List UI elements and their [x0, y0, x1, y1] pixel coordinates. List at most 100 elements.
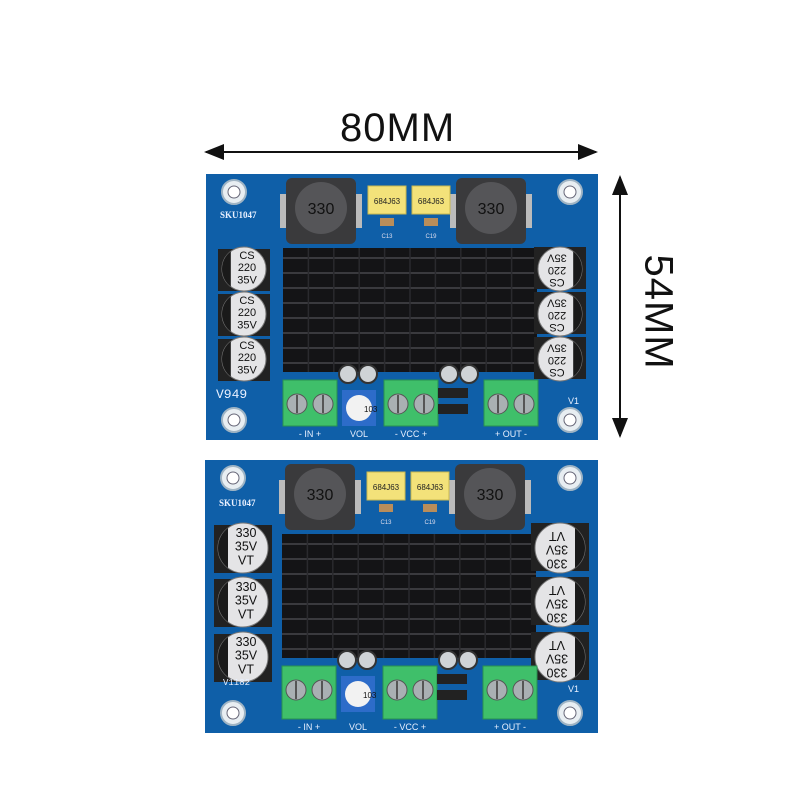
capacitor-stripe [222, 251, 231, 287]
inductor-label: 330 [308, 201, 335, 218]
diode [437, 690, 467, 700]
capacitor-label: CS [239, 340, 254, 352]
capacitor-label: CS [239, 295, 254, 307]
heatsink [282, 534, 536, 658]
terminal-label: VOL [349, 722, 367, 732]
sku-label: SKU1047 [219, 498, 256, 508]
potentiometer-label: 103 [363, 691, 377, 700]
inductor-core [464, 468, 516, 520]
capacitor-label: 220 [238, 262, 256, 274]
inductor-core [294, 468, 346, 520]
capacitor-label: 220 [548, 264, 566, 276]
small-capacitor [358, 364, 378, 384]
capacitor-label: 35V [235, 594, 258, 608]
mounting-hole-center [563, 413, 577, 427]
small-capacitor [458, 650, 478, 670]
capacitor-stripe [573, 251, 582, 287]
capacitor-label: 35V [545, 652, 568, 666]
terminal-label: - IN + [298, 722, 320, 732]
capacitor-label: 35V [545, 597, 568, 611]
film-capacitor [367, 185, 407, 215]
film-capacitor [411, 185, 451, 215]
capacitor-stripe [218, 637, 228, 677]
diode [438, 388, 468, 398]
terminal-label: + OUT - [494, 722, 526, 732]
capacitor-label: CS [549, 321, 564, 333]
capacitor-stripe [575, 528, 585, 568]
capacitor-label: VT [238, 553, 254, 567]
capacitor-label: 35V [237, 364, 257, 376]
capacitor-label: CS [549, 366, 564, 378]
potentiometer-knob [346, 395, 372, 421]
potentiometer-label: 103 [364, 405, 378, 414]
width-dimension-label: 80MM [340, 106, 456, 150]
capacitor-label: 35V [235, 649, 258, 663]
inductor-label: 330 [307, 487, 334, 504]
capacitor-stripe [222, 341, 231, 377]
film-capacitor [366, 471, 406, 501]
mounting-hole-center [226, 706, 240, 720]
inductor-label: 330 [477, 487, 504, 504]
capacitor-label: 35V [235, 540, 258, 554]
capacitor-label: 330 [236, 526, 257, 540]
capacitor-label: 330 [547, 556, 568, 570]
inductor-core [465, 182, 517, 234]
inductor-core [295, 182, 347, 234]
small-capacitor [459, 364, 479, 384]
capacitor-label: 220 [548, 354, 566, 366]
capacitor-label: VT [549, 529, 565, 543]
film-capacitor-label: 684J63 [373, 483, 400, 492]
capacitor-stripe [218, 582, 228, 622]
capacitor-can [217, 631, 269, 683]
capacitor-label: CS [549, 276, 564, 288]
potentiometer-knob [345, 681, 371, 707]
small-capacitor [338, 364, 358, 384]
corner-mark: V1 [568, 684, 579, 694]
small-capacitor [337, 650, 357, 670]
version-label: V1182 [223, 678, 250, 688]
capacitor-label: 35V [547, 342, 567, 354]
smd-label: C19 [425, 234, 437, 240]
capacitor-label: 35V [237, 319, 257, 331]
capacitor-stripe [573, 341, 582, 377]
capacitor-label: 330 [236, 580, 257, 594]
height-dimension-label: 54MM [636, 254, 681, 370]
film-capacitor-label: 684J63 [418, 197, 445, 206]
terminal-label: - IN + [299, 429, 321, 439]
capacitor-label: 330 [547, 665, 568, 679]
capacitor-label: VT [238, 607, 254, 621]
mounting-hole-center [227, 413, 241, 427]
smd-label: C13 [381, 234, 393, 240]
mounting-hole-center [563, 185, 577, 199]
mounting-hole-center [563, 706, 577, 720]
heatsink [283, 248, 537, 372]
capacitor-label: 220 [238, 307, 256, 319]
capacitor-label: VT [549, 638, 565, 652]
capacitor-label: 220 [238, 352, 256, 364]
mounting-hole-center [227, 185, 241, 199]
capacitor-stripe [575, 637, 585, 677]
film-capacitor-label: 684J63 [417, 483, 444, 492]
mounting-hole-center [563, 471, 577, 485]
capacitor-label: CS [239, 250, 254, 262]
capacitor-stripe [575, 582, 585, 622]
small-capacitor [439, 364, 459, 384]
capacitor-label: VT [238, 662, 254, 676]
smd-label: C19 [424, 520, 436, 526]
capacitor-label: 35V [547, 297, 567, 309]
capacitor-stripe [222, 296, 231, 332]
diode [438, 404, 468, 414]
